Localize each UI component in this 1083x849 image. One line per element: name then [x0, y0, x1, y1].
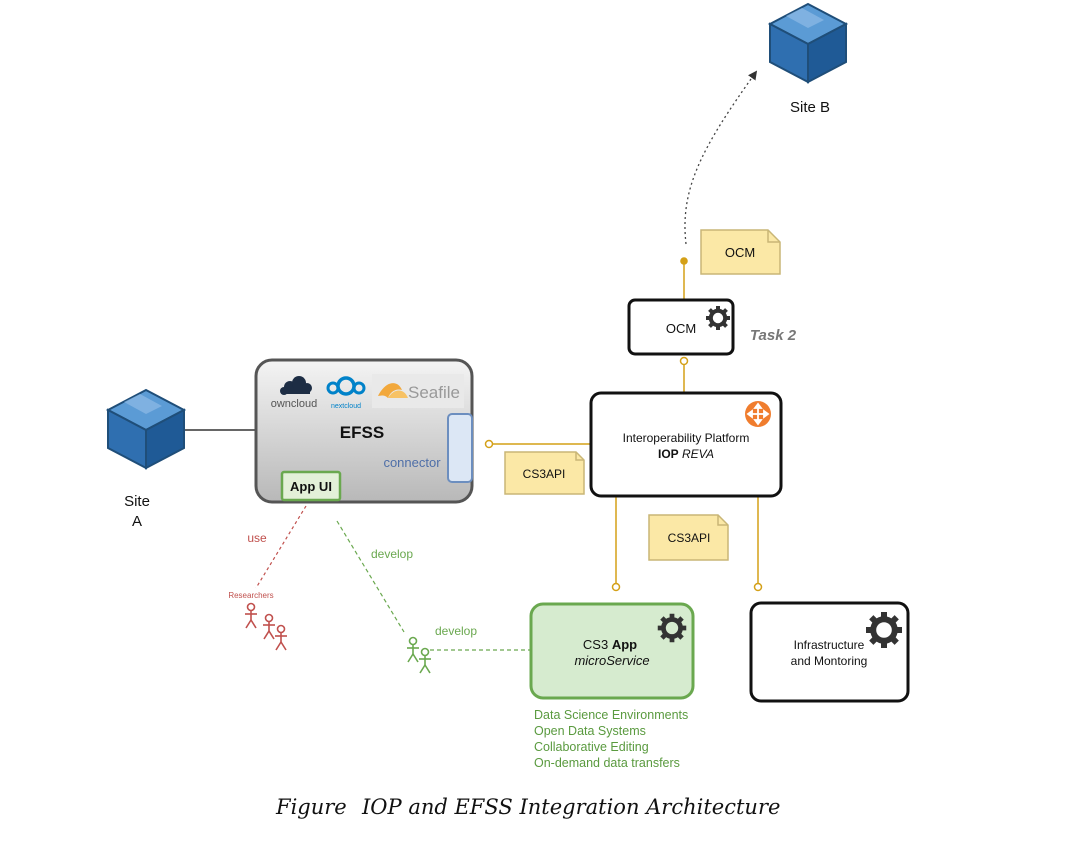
develop-line-1	[336, 520, 405, 633]
ocm-box-label: OCM	[666, 321, 696, 336]
efss-iop-endpoint	[484, 439, 494, 449]
owncloud-logo: owncloud	[271, 376, 317, 410]
ocm-note: OCM	[700, 229, 781, 275]
iop-line2: IOP REVA	[658, 447, 714, 461]
efss-box: owncloud nextcloud Seafile EFSS connecto…	[254, 358, 474, 504]
site-b-cube-icon	[769, 3, 847, 83]
seafile-bird-icon	[378, 383, 402, 398]
app-ui-label: App UI	[290, 479, 332, 494]
iop-line2-italic: REVA	[682, 447, 714, 461]
site-b: Site B	[769, 3, 847, 116]
cs3api-note-left-shape	[504, 451, 585, 495]
cs3app-service-item: On-demand data transfers	[534, 756, 680, 770]
ocm-note-label: OCM	[725, 245, 755, 260]
researcher-actor-icon	[244, 602, 258, 629]
iop-ocm-endpoint	[679, 356, 689, 366]
cs3app-line1: CS3 App	[583, 637, 637, 652]
iop-box: Interoperability Platform IOP REVA	[589, 391, 783, 498]
ocm-note-shape	[700, 229, 781, 275]
researchers-group: use Researchers	[228, 531, 288, 651]
cs3api-note-mid-label: CS3API	[668, 531, 711, 545]
developer-actor-icon	[406, 636, 420, 663]
cs3api-note-mid: CS3API	[648, 514, 729, 561]
cs3app-line1-normal: CS3	[583, 637, 608, 652]
cs3app-line2: microService	[574, 653, 649, 668]
developers-group: develop develop	[371, 547, 477, 674]
site-a: Site A	[107, 389, 185, 530]
nextcloud-wordmark: nextcloud	[331, 403, 361, 410]
cs3app-box: CS3 App microService Data Science Enviro…	[529, 602, 695, 770]
ocm-task-label: Task 2	[750, 327, 797, 344]
cs3api-note-left-label: CS3API	[523, 467, 566, 481]
connectors	[184, 70, 763, 651]
iop-line1: Interoperability Platform	[623, 431, 750, 445]
cs3api-note-mid-shape	[648, 514, 729, 561]
caption-text: IOP and EFSS Integration Architecture	[362, 795, 781, 819]
site-a-label-line2: A	[132, 513, 142, 530]
cs3app-service-item: Data Science Environments	[534, 708, 688, 722]
cs3app-services-list: Data Science Environments Open Data Syst…	[534, 708, 688, 770]
cs3app-line1-bold: App	[612, 637, 637, 652]
router-icon	[745, 401, 771, 427]
seafile-logo: Seafile	[372, 374, 464, 408]
iop-cs3app-endpoint	[611, 582, 621, 592]
develop-label-2: develop	[435, 624, 477, 638]
app-ui-box	[280, 470, 342, 502]
site-b-label: Site B	[790, 99, 830, 116]
iop-infra-endpoint	[753, 582, 763, 592]
infra-box: Infrastructure and Montoring	[749, 601, 910, 703]
developer-actor-icon	[418, 647, 432, 674]
ocm-box-frame	[627, 298, 735, 356]
efss-title: EFSS	[340, 423, 384, 442]
ocm-to-site-b-arrow	[684, 70, 758, 245]
caption-figure-word: Figure	[276, 795, 347, 819]
seafile-wordmark: Seafile	[408, 383, 460, 402]
researcher-actor-icon	[274, 624, 288, 651]
infra-line1: Infrastructure	[794, 638, 865, 652]
efss-connector-port	[447, 413, 473, 483]
efss-connector-label: connector	[383, 455, 441, 470]
ocm-box: OCM Task 2	[627, 298, 797, 356]
iop-line2-bold: IOP	[658, 447, 679, 461]
infra-line2: and Montoring	[791, 654, 868, 668]
cs3app-service-item: Collaborative Editing	[534, 740, 649, 754]
ocm-up-endpoint	[680, 257, 688, 265]
cs3app-service-item: Open Data Systems	[534, 724, 646, 738]
use-label: use	[247, 531, 267, 545]
researcher-actor-icon	[262, 613, 276, 640]
site-a-cube-icon	[107, 389, 185, 469]
cs3api-note-left: CS3API	[504, 451, 585, 495]
researchers-label: Researchers	[228, 591, 273, 600]
site-a-label-line1: Site	[124, 493, 150, 510]
iop-box-frame	[589, 391, 783, 498]
cs3app-box-frame	[529, 602, 695, 700]
nextcloud-logo: nextcloud	[326, 376, 366, 410]
use-line	[255, 505, 307, 589]
develop-label-1: develop	[371, 547, 413, 561]
owncloud-wordmark: owncloud	[271, 398, 317, 410]
